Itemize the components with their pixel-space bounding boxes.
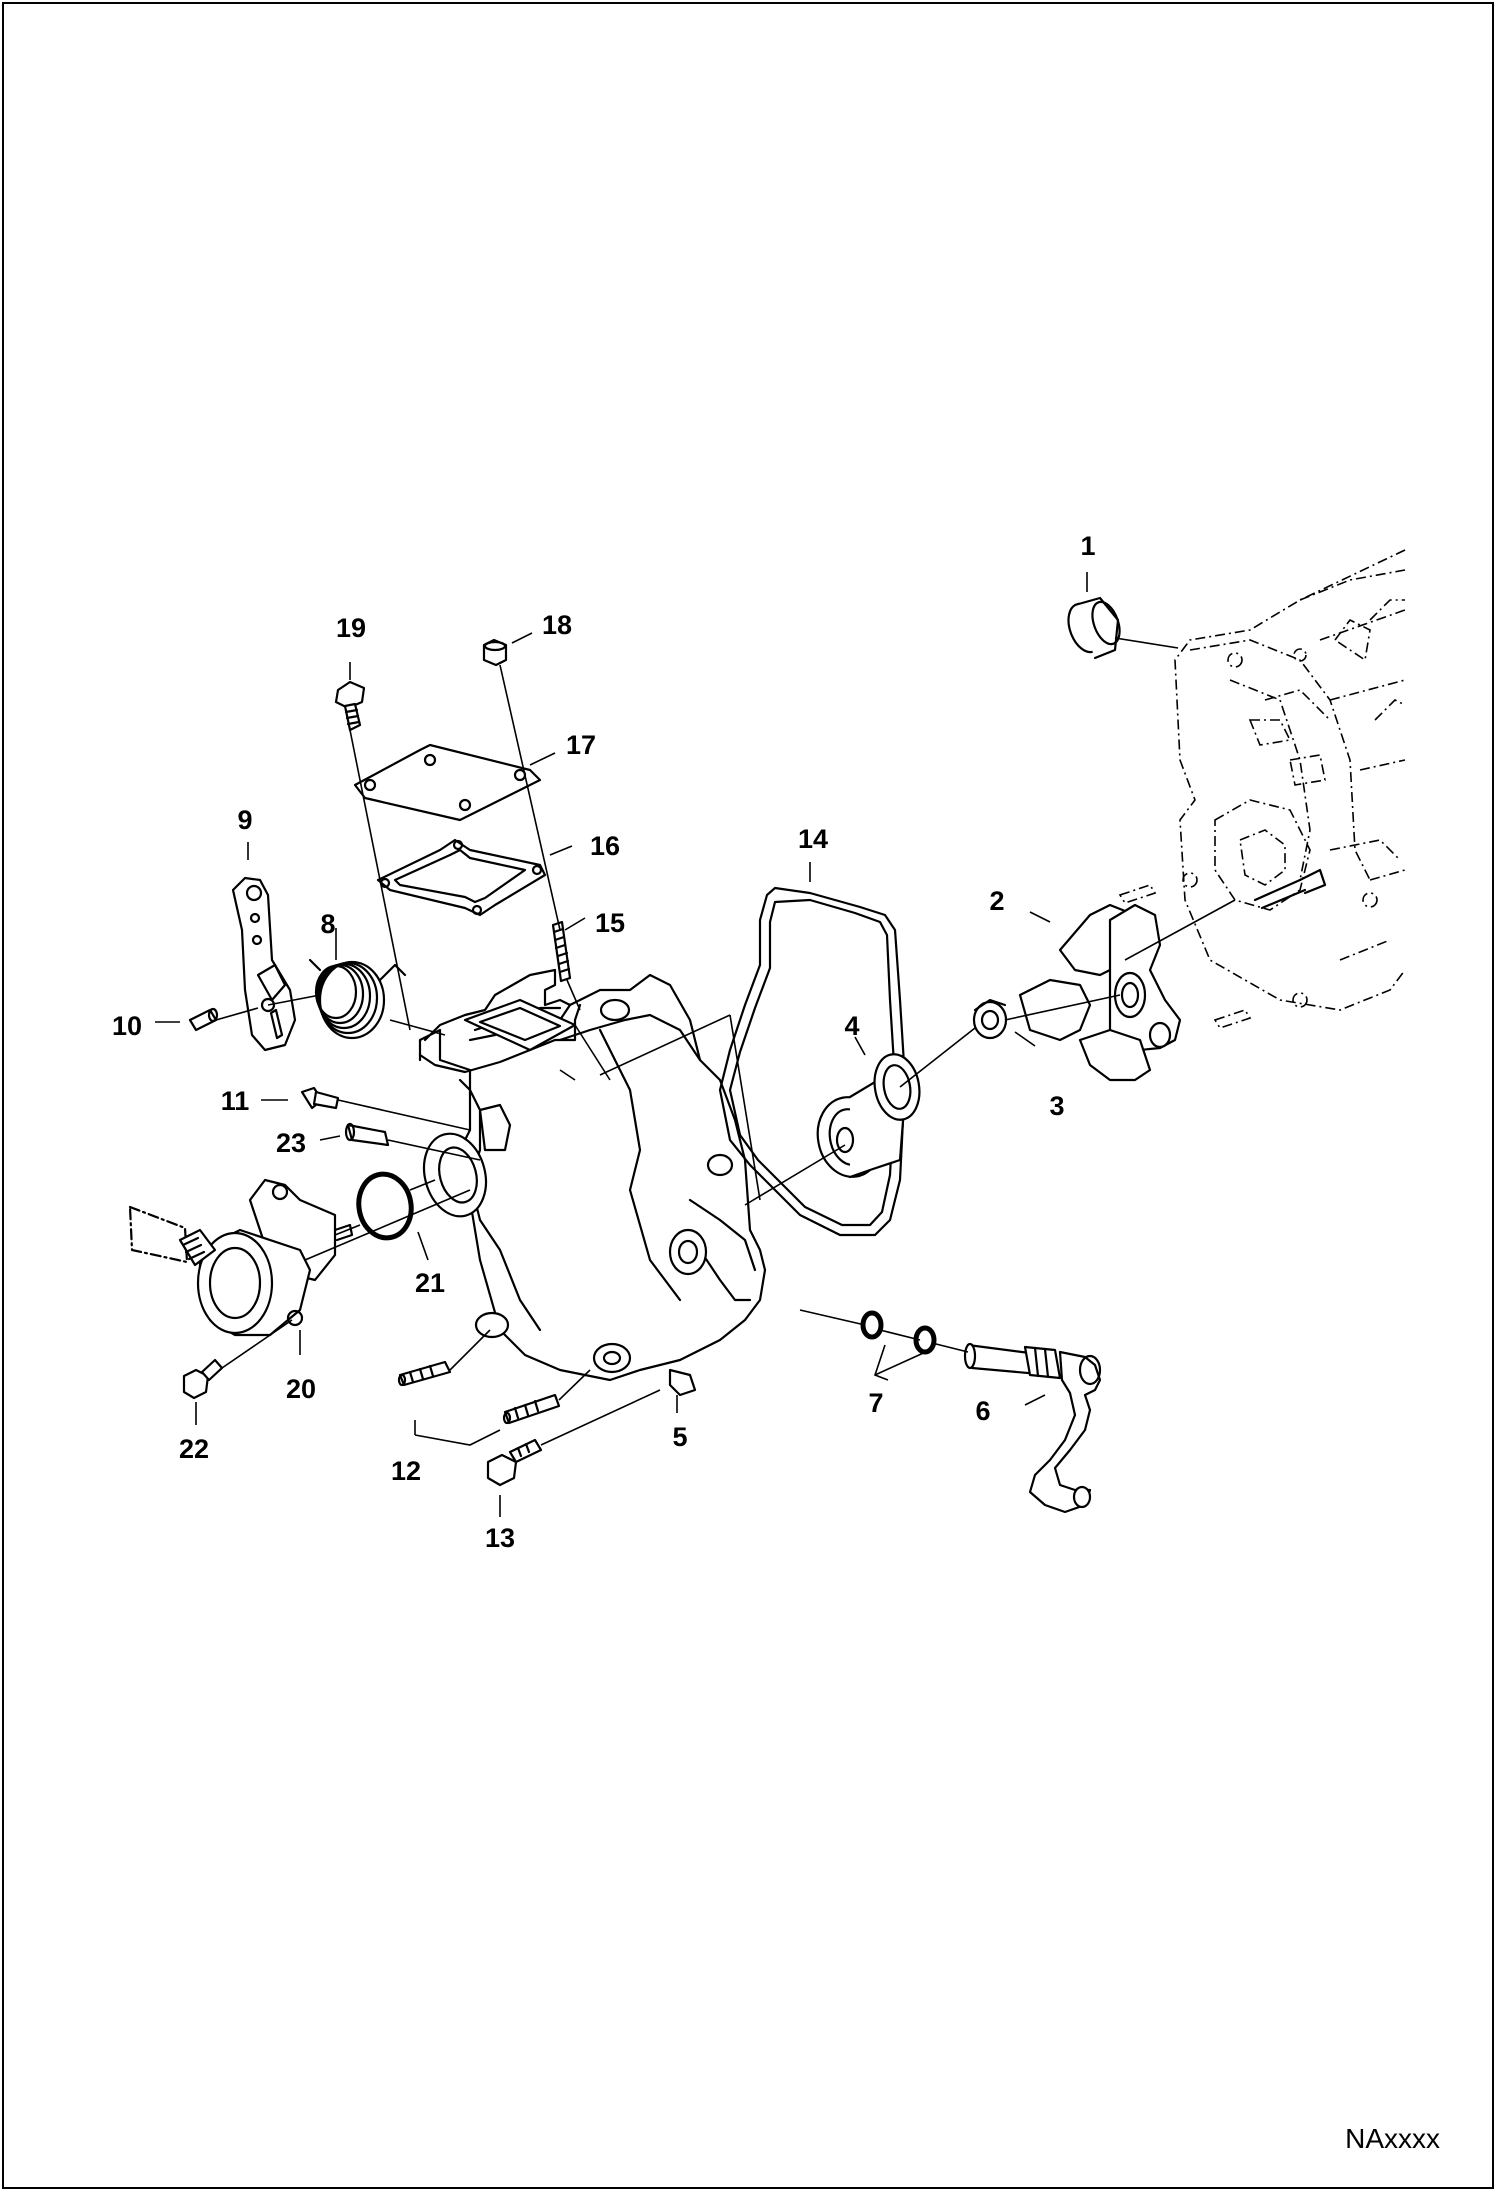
callout-15: 15 xyxy=(595,908,625,938)
o-ring-part-21 xyxy=(356,1171,414,1241)
callout-11: 11 xyxy=(221,1086,250,1116)
gasket-part-16 xyxy=(376,838,547,917)
bolt-part-22 xyxy=(182,1358,224,1400)
lever-part-9 xyxy=(231,876,297,1052)
callout-21: 21 xyxy=(415,1268,445,1298)
callout-labels: 1 2 3 4 5 6 7 8 9 10 11 12 13 14 15 16 1… xyxy=(112,531,1096,1553)
callout-19: 19 xyxy=(336,613,366,643)
callout-6: 6 xyxy=(975,1396,990,1426)
callout-22: 22 xyxy=(179,1434,209,1464)
callout-18: 18 xyxy=(542,610,572,640)
bolt-part-13 xyxy=(486,1438,543,1487)
studs-part-12 xyxy=(397,1360,561,1425)
callout-16: 16 xyxy=(590,831,620,861)
callout-8: 8 xyxy=(320,909,335,939)
callout-17: 17 xyxy=(566,730,596,760)
case-housing-part-5 xyxy=(418,968,767,1397)
pin-part-10 xyxy=(188,1007,219,1032)
bolt-part-11 xyxy=(300,1086,340,1110)
figure-reference-code: NAxxxx xyxy=(1345,2123,1440,2154)
shift-fork-part-2 xyxy=(1018,903,1182,1082)
callout-20: 20 xyxy=(286,1374,316,1404)
bushing-part-3 xyxy=(972,998,1008,1040)
o-rings-part-7 xyxy=(860,1310,937,1355)
seal-part-1 xyxy=(1067,596,1121,660)
transmission-housing xyxy=(1118,549,1406,1029)
callout-10: 10 xyxy=(112,1011,142,1041)
callout-13: 13 xyxy=(485,1523,515,1553)
callout-1: 1 xyxy=(1080,531,1095,561)
shift-lever-part-6 xyxy=(963,1342,1102,1514)
idler-part-4 xyxy=(816,1053,921,1179)
callout-5: 5 xyxy=(672,1422,687,1452)
callout-7: 7 xyxy=(868,1388,883,1418)
callout-12: 12 xyxy=(391,1456,421,1486)
callout-2: 2 xyxy=(989,886,1004,916)
solenoid-part-20 xyxy=(128,1178,354,1337)
callout-9: 9 xyxy=(237,805,252,835)
pin-part-23 xyxy=(344,1122,390,1147)
gasket-part-14 xyxy=(718,886,907,1237)
callout-23: 23 xyxy=(276,1128,306,1158)
callout-14: 14 xyxy=(798,824,828,854)
callout-4: 4 xyxy=(844,1011,859,1041)
callout-3: 3 xyxy=(1049,1091,1064,1121)
cover-plate-part-17 xyxy=(353,743,542,822)
bolt-part-19 xyxy=(334,680,366,732)
leader-lines xyxy=(155,572,1236,1517)
nut-part-18 xyxy=(482,638,508,667)
spring-part-8 xyxy=(308,958,407,1040)
